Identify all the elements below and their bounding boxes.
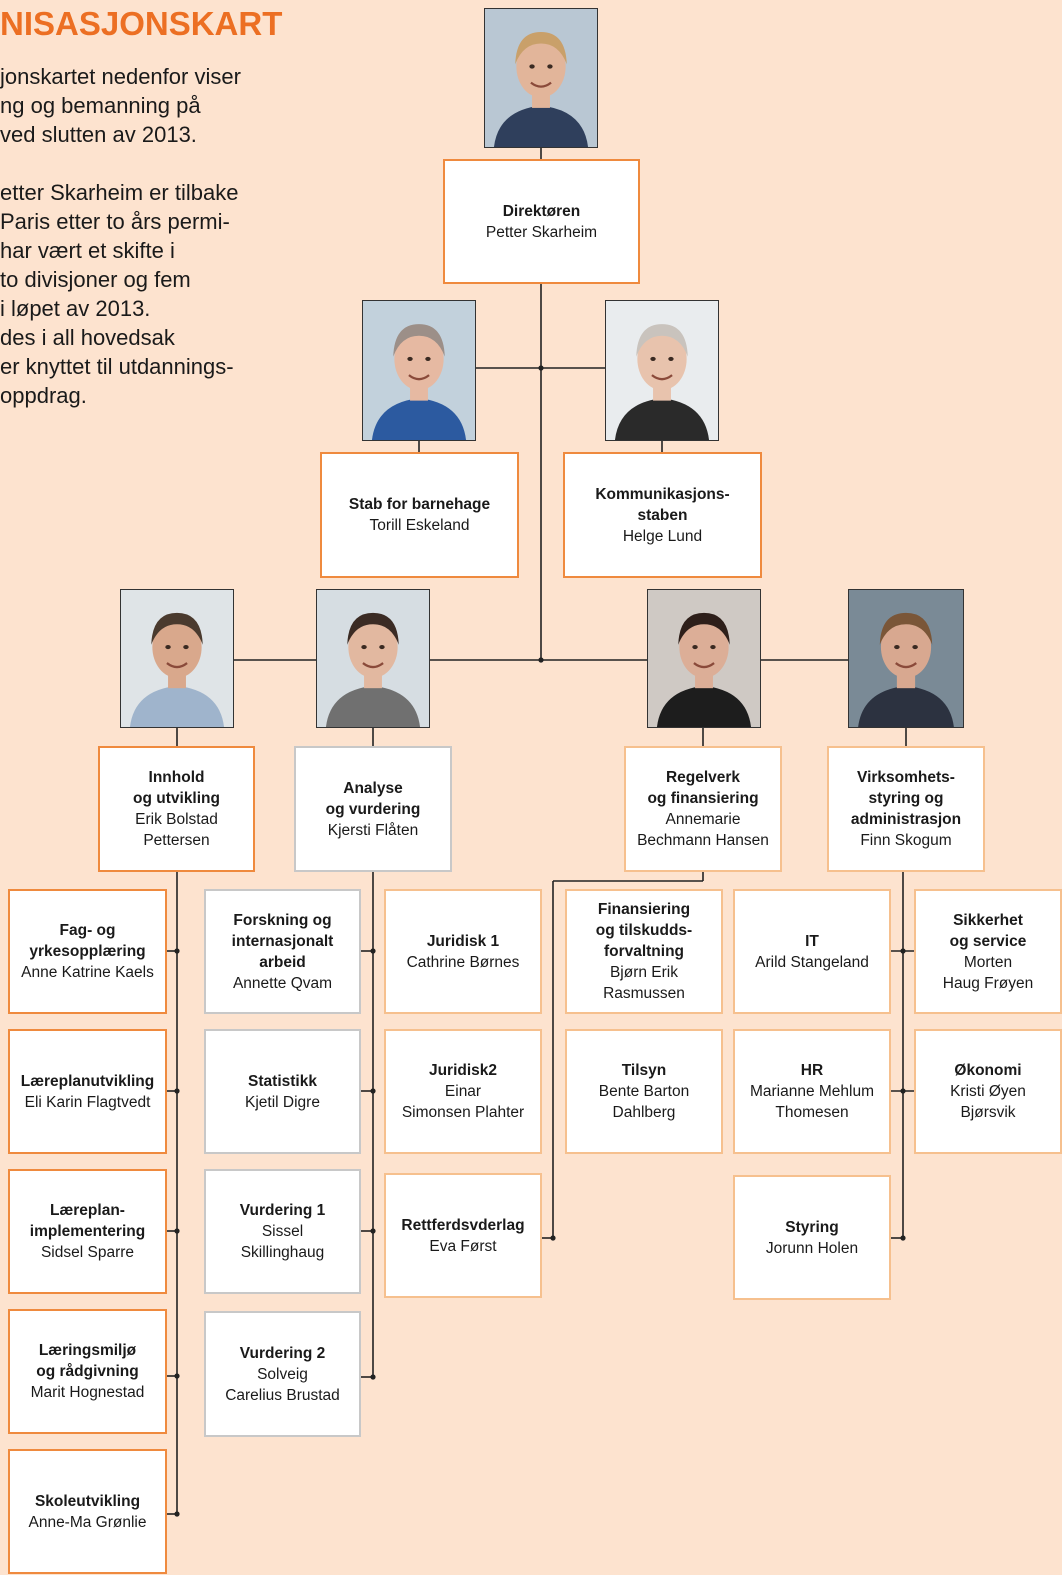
junction-dot bbox=[900, 1088, 906, 1094]
portrait-icon bbox=[485, 9, 597, 147]
division-virksomhet-photo bbox=[848, 589, 964, 728]
junction-dot bbox=[370, 1374, 376, 1380]
unit-juridisk-2: Juridisk2 Einar Simonsen Plahter bbox=[384, 1029, 542, 1154]
staff-kommunikasjon-box: Kommunikasjons- staben Helge Lund bbox=[563, 452, 762, 578]
unit-sikkerhet: Sikkerhet og service Morten Haug Frøyen bbox=[914, 889, 1062, 1014]
director-photo bbox=[484, 8, 598, 148]
page-title: NISASJONSKART bbox=[0, 5, 283, 42]
unit-rettferdsvederlag: Rettferdsvderlag Eva Først bbox=[384, 1173, 542, 1298]
junction-dot bbox=[370, 948, 376, 954]
unit-laereplanutvikling: Læreplanutvikling Eli Karin Flagtvedt bbox=[8, 1029, 167, 1154]
division-analyse-box: Analyse og vurdering Kjersti Flåten bbox=[294, 746, 452, 872]
junction-dot bbox=[174, 1088, 180, 1094]
staff-kommunikasjon-photo bbox=[605, 300, 719, 441]
unit-laereplan-implementering: Læreplan- implementering Sidsel Sparre bbox=[8, 1169, 167, 1294]
junction-dot bbox=[174, 1511, 180, 1517]
junction-dot bbox=[538, 365, 544, 371]
unit-okonomi: Økonomi Kristi Øyen Bjørsvik bbox=[914, 1029, 1062, 1154]
unit-it: IT Arild Stangeland bbox=[733, 889, 891, 1014]
junction-dot bbox=[174, 1228, 180, 1234]
unit-hr: HR Marianne Mehlum Thomesen bbox=[733, 1029, 891, 1154]
junction-dot bbox=[900, 1235, 906, 1241]
unit-tilsyn: Tilsyn Bente Barton Dahlberg bbox=[565, 1029, 723, 1154]
unit-fag-og-yrkesopplaering: Fag- og yrkesopplæring Anne Katrine Kael… bbox=[8, 889, 167, 1014]
division-virksomhet-box: Virksomhets- styring og administrasjon F… bbox=[827, 746, 985, 872]
intro-paragraph-1: jonskartet nedenfor viser ng og bemannin… bbox=[0, 64, 241, 147]
junction-dot bbox=[370, 1228, 376, 1234]
unit-juridisk-1: Juridisk 1 Cathrine Børnes bbox=[384, 889, 542, 1014]
director-box: Direktøren Petter Skarheim bbox=[443, 159, 640, 284]
unit-finansiering: Finansiering og tilskudds- forvaltning B… bbox=[565, 889, 723, 1014]
junction-dot bbox=[550, 1235, 556, 1241]
intro-text: jonskartet nedenfor viser ng og bemannin… bbox=[0, 62, 300, 410]
unit-skoleutvikling: Skoleutvikling Anne-Ma Grønlie bbox=[8, 1449, 167, 1574]
staff-barnehage-photo bbox=[362, 300, 476, 441]
portrait-icon bbox=[121, 590, 233, 727]
junction-dot bbox=[900, 948, 906, 954]
unit-statistikk: Statistikk Kjetil Digre bbox=[204, 1029, 361, 1154]
junction-dot bbox=[174, 948, 180, 954]
junction-dot bbox=[174, 1373, 180, 1379]
junction-dot bbox=[370, 1088, 376, 1094]
staff-barnehage-box: Stab for barnehage Torill Eskeland bbox=[320, 452, 519, 578]
portrait-icon bbox=[849, 590, 963, 727]
division-regelverk-box: Regelverk og finansiering Annemarie Bech… bbox=[624, 746, 782, 872]
portrait-icon bbox=[317, 590, 429, 727]
division-regelverk-photo bbox=[647, 589, 761, 728]
portrait-icon bbox=[648, 590, 760, 727]
division-innhold-box: Innhold og utvikling Erik Bolstad Petter… bbox=[98, 746, 255, 872]
portrait-icon bbox=[606, 301, 718, 440]
unit-vurdering-1: Vurdering 1 Sissel Skillinghaug bbox=[204, 1169, 361, 1294]
portrait-icon bbox=[363, 301, 475, 440]
junction-dot bbox=[538, 657, 544, 663]
unit-vurdering-2: Vurdering 2 Solveig Carelius Brustad bbox=[204, 1311, 361, 1437]
unit-laeringsmiljo: Læringsmiljø og rådgivning Marit Hognest… bbox=[8, 1309, 167, 1434]
intro-paragraph-2: etter Skarheim er tilbake Paris etter to… bbox=[0, 180, 239, 408]
unit-forskning: Forskning og internasjonalt arbeid Annet… bbox=[204, 889, 361, 1014]
unit-styring: Styring Jorunn Holen bbox=[733, 1175, 891, 1300]
division-analyse-photo bbox=[316, 589, 430, 728]
division-innhold-photo bbox=[120, 589, 234, 728]
